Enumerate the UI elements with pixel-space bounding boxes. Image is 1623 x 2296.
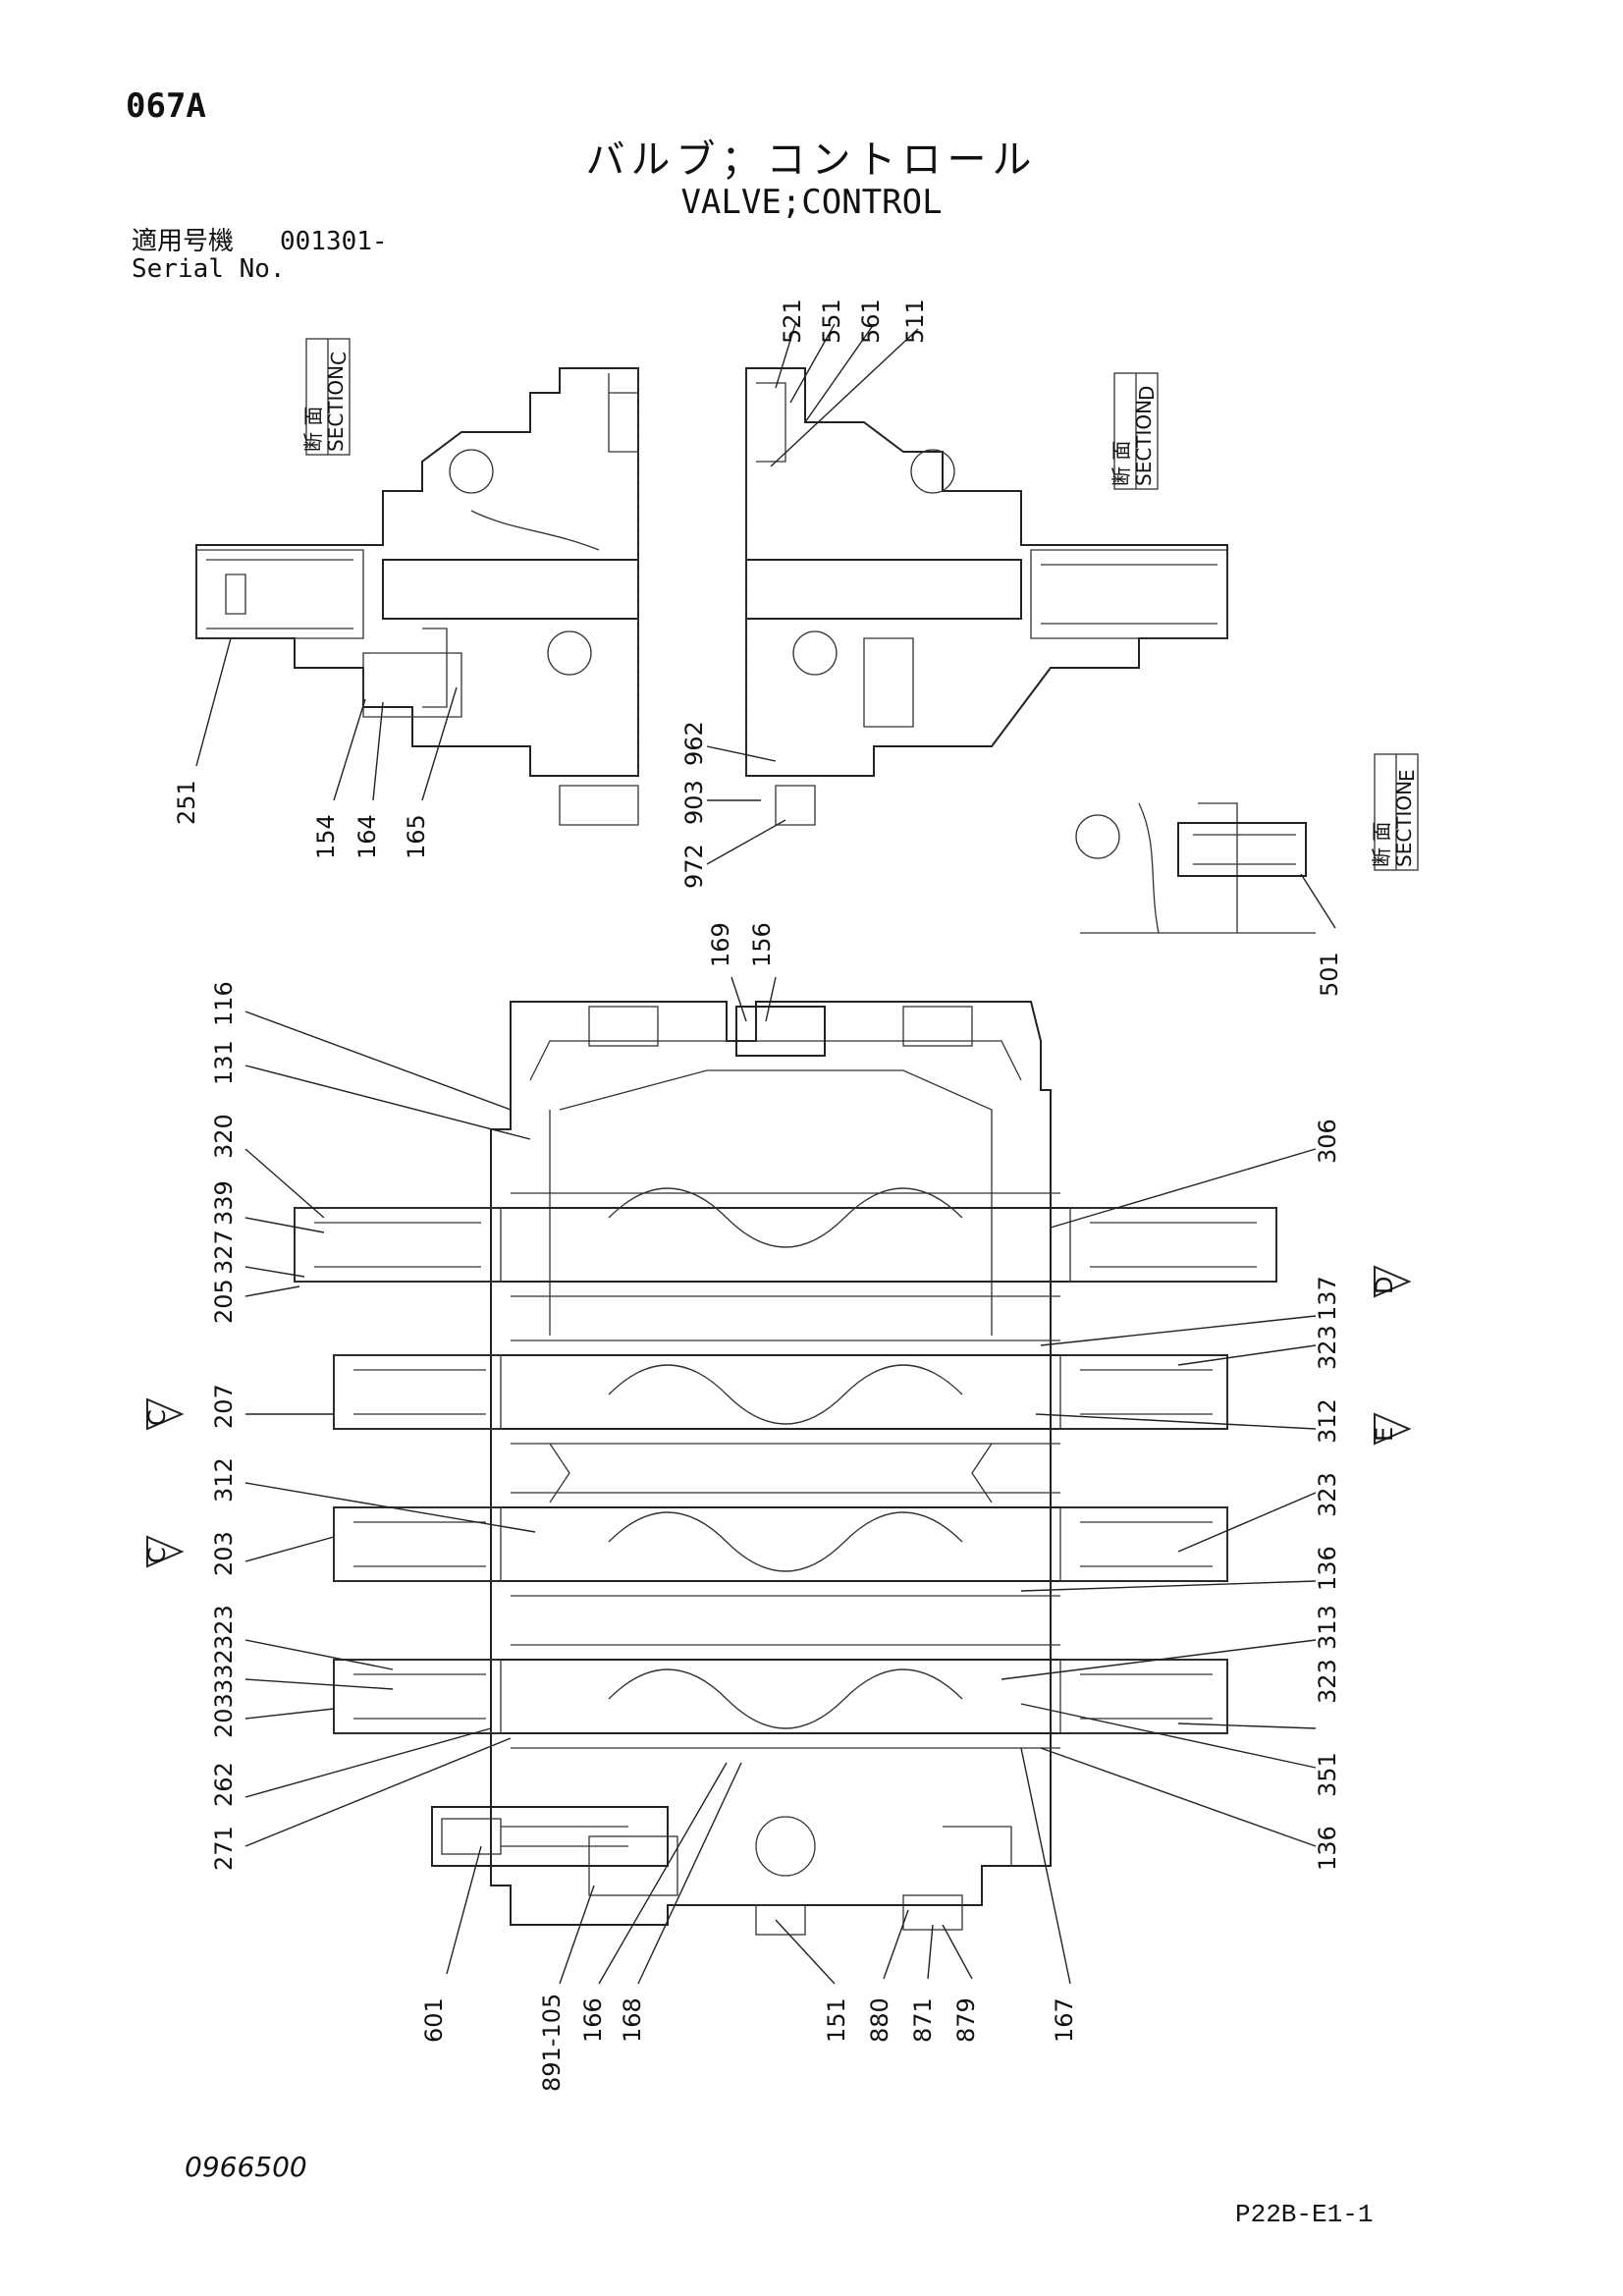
callout-169: 169 bbox=[707, 922, 734, 967]
callout-136-b: 136 bbox=[1314, 1826, 1341, 1871]
callout-551: 551 bbox=[818, 299, 845, 344]
callouts-section-d: 962 903 972 bbox=[680, 721, 708, 889]
callout-306: 306 bbox=[1314, 1119, 1341, 1164]
callout-332: 332 bbox=[210, 1649, 238, 1694]
callout-137: 137 bbox=[1314, 1276, 1341, 1321]
main-valve-body bbox=[294, 1001, 1277, 1936]
section-c-kanji: 断 面 bbox=[301, 407, 325, 452]
section-c-letter: C bbox=[327, 352, 351, 365]
leader-lines bbox=[195, 323, 1336, 1985]
callout-156: 156 bbox=[748, 922, 776, 967]
callout-154: 154 bbox=[312, 814, 340, 859]
callout-501: 501 bbox=[1316, 952, 1343, 997]
callout-601: 601 bbox=[420, 1997, 448, 2043]
callout-323-r2: 323 bbox=[1314, 1472, 1341, 1517]
callout-323-r3: 323 bbox=[1314, 1659, 1341, 1704]
callouts-main-top: 169 156 bbox=[707, 922, 776, 967]
callout-903: 903 bbox=[680, 780, 708, 825]
callout-891-105: 891-105 bbox=[538, 1994, 566, 2092]
callouts-main-left: 116 131 320 339 327 205 207 312 203 323 … bbox=[210, 981, 238, 1871]
callout-167: 167 bbox=[1051, 1997, 1078, 2043]
callout-165: 165 bbox=[403, 814, 430, 859]
callouts-main-right: 306 137 323 312 323 136 313 323 351 136 bbox=[1314, 1119, 1341, 1871]
callout-879: 879 bbox=[952, 1997, 980, 2043]
callout-511: 511 bbox=[901, 299, 929, 344]
callout-320: 320 bbox=[210, 1114, 238, 1159]
section-e-kanji: 断 面 bbox=[1370, 822, 1393, 867]
callout-351: 351 bbox=[1314, 1752, 1341, 1797]
section-d-view bbox=[745, 367, 1228, 826]
callout-164: 164 bbox=[353, 814, 381, 859]
callout-312-right: 312 bbox=[1314, 1398, 1341, 1444]
section-marker-c1: C bbox=[143, 1409, 171, 1426]
callout-521: 521 bbox=[779, 299, 806, 344]
callout-131: 131 bbox=[210, 1040, 238, 1085]
section-c-label-box: 断 面 SECTION C bbox=[301, 338, 351, 456]
title-japanese: バルブ；コントロール bbox=[585, 137, 1038, 183]
serial-line: 適用号機 001301- bbox=[132, 228, 388, 255]
section-c-word: SECTION bbox=[324, 365, 348, 452]
drawing-number: 0966500 bbox=[185, 2151, 307, 2183]
serial-label-en: Serial No. bbox=[132, 254, 286, 284]
callout-205: 205 bbox=[210, 1279, 238, 1324]
section-c-view bbox=[195, 367, 639, 826]
callout-313: 313 bbox=[1314, 1605, 1341, 1650]
section-e-view bbox=[1075, 802, 1316, 934]
callouts-section-e: 501 bbox=[1316, 952, 1343, 997]
callout-151: 151 bbox=[823, 1997, 850, 2043]
callout-871: 871 bbox=[909, 1997, 937, 2043]
page-reference: P22B-E1-1 bbox=[1235, 2200, 1374, 2229]
callout-203-a: 203 bbox=[210, 1531, 238, 1576]
section-marker-e: E bbox=[1371, 1427, 1398, 1442]
section-d-label-box: 断 面 SECTION D bbox=[1109, 372, 1159, 490]
callout-168: 168 bbox=[619, 1997, 646, 2043]
section-e-label-box: 断 面 SECTION E bbox=[1370, 753, 1419, 871]
section-markers: C C D E bbox=[143, 1265, 1412, 1568]
callout-166: 166 bbox=[579, 1997, 607, 2043]
callout-339: 339 bbox=[210, 1180, 238, 1226]
callout-262: 262 bbox=[210, 1762, 238, 1807]
section-d-kanji: 断 面 bbox=[1109, 441, 1133, 486]
page-code: 067A bbox=[126, 86, 206, 126]
callout-203-b: 203 bbox=[210, 1693, 238, 1738]
callout-207: 207 bbox=[210, 1384, 238, 1429]
callout-116: 116 bbox=[210, 981, 238, 1026]
section-marker-c2: C bbox=[143, 1547, 171, 1563]
callout-561: 561 bbox=[857, 299, 885, 344]
callout-962: 962 bbox=[680, 721, 708, 766]
callout-251: 251 bbox=[173, 780, 200, 825]
section-e-word: SECTION bbox=[1392, 781, 1416, 867]
serial-label-jp: 適用号機 bbox=[132, 227, 235, 256]
section-marker-d: D bbox=[1371, 1277, 1398, 1294]
callout-327: 327 bbox=[210, 1230, 238, 1275]
callout-880: 880 bbox=[866, 1997, 893, 2043]
callouts-section-c: 251 154 164 165 bbox=[173, 780, 430, 859]
callouts-top-right: 521 551 561 511 bbox=[779, 299, 929, 344]
callout-136-a: 136 bbox=[1314, 1546, 1341, 1591]
callouts-main-bottom: 601 891-105 166 168 151 880 871 879 167 bbox=[420, 1994, 1078, 2092]
section-d-letter: D bbox=[1135, 386, 1159, 401]
callout-323-r1: 323 bbox=[1314, 1325, 1341, 1370]
section-e-letter: E bbox=[1395, 769, 1419, 782]
callout-312-left: 312 bbox=[210, 1457, 238, 1503]
callout-972: 972 bbox=[680, 844, 708, 889]
title-english: VALVE;CONTROL bbox=[680, 183, 943, 222]
serial-value: 001301- bbox=[279, 227, 388, 256]
serial-block: 適用号機 001301- Serial No. bbox=[132, 228, 388, 283]
callout-323-left: 323 bbox=[210, 1605, 238, 1650]
callout-271: 271 bbox=[210, 1826, 238, 1871]
section-d-word: SECTION bbox=[1132, 400, 1156, 486]
